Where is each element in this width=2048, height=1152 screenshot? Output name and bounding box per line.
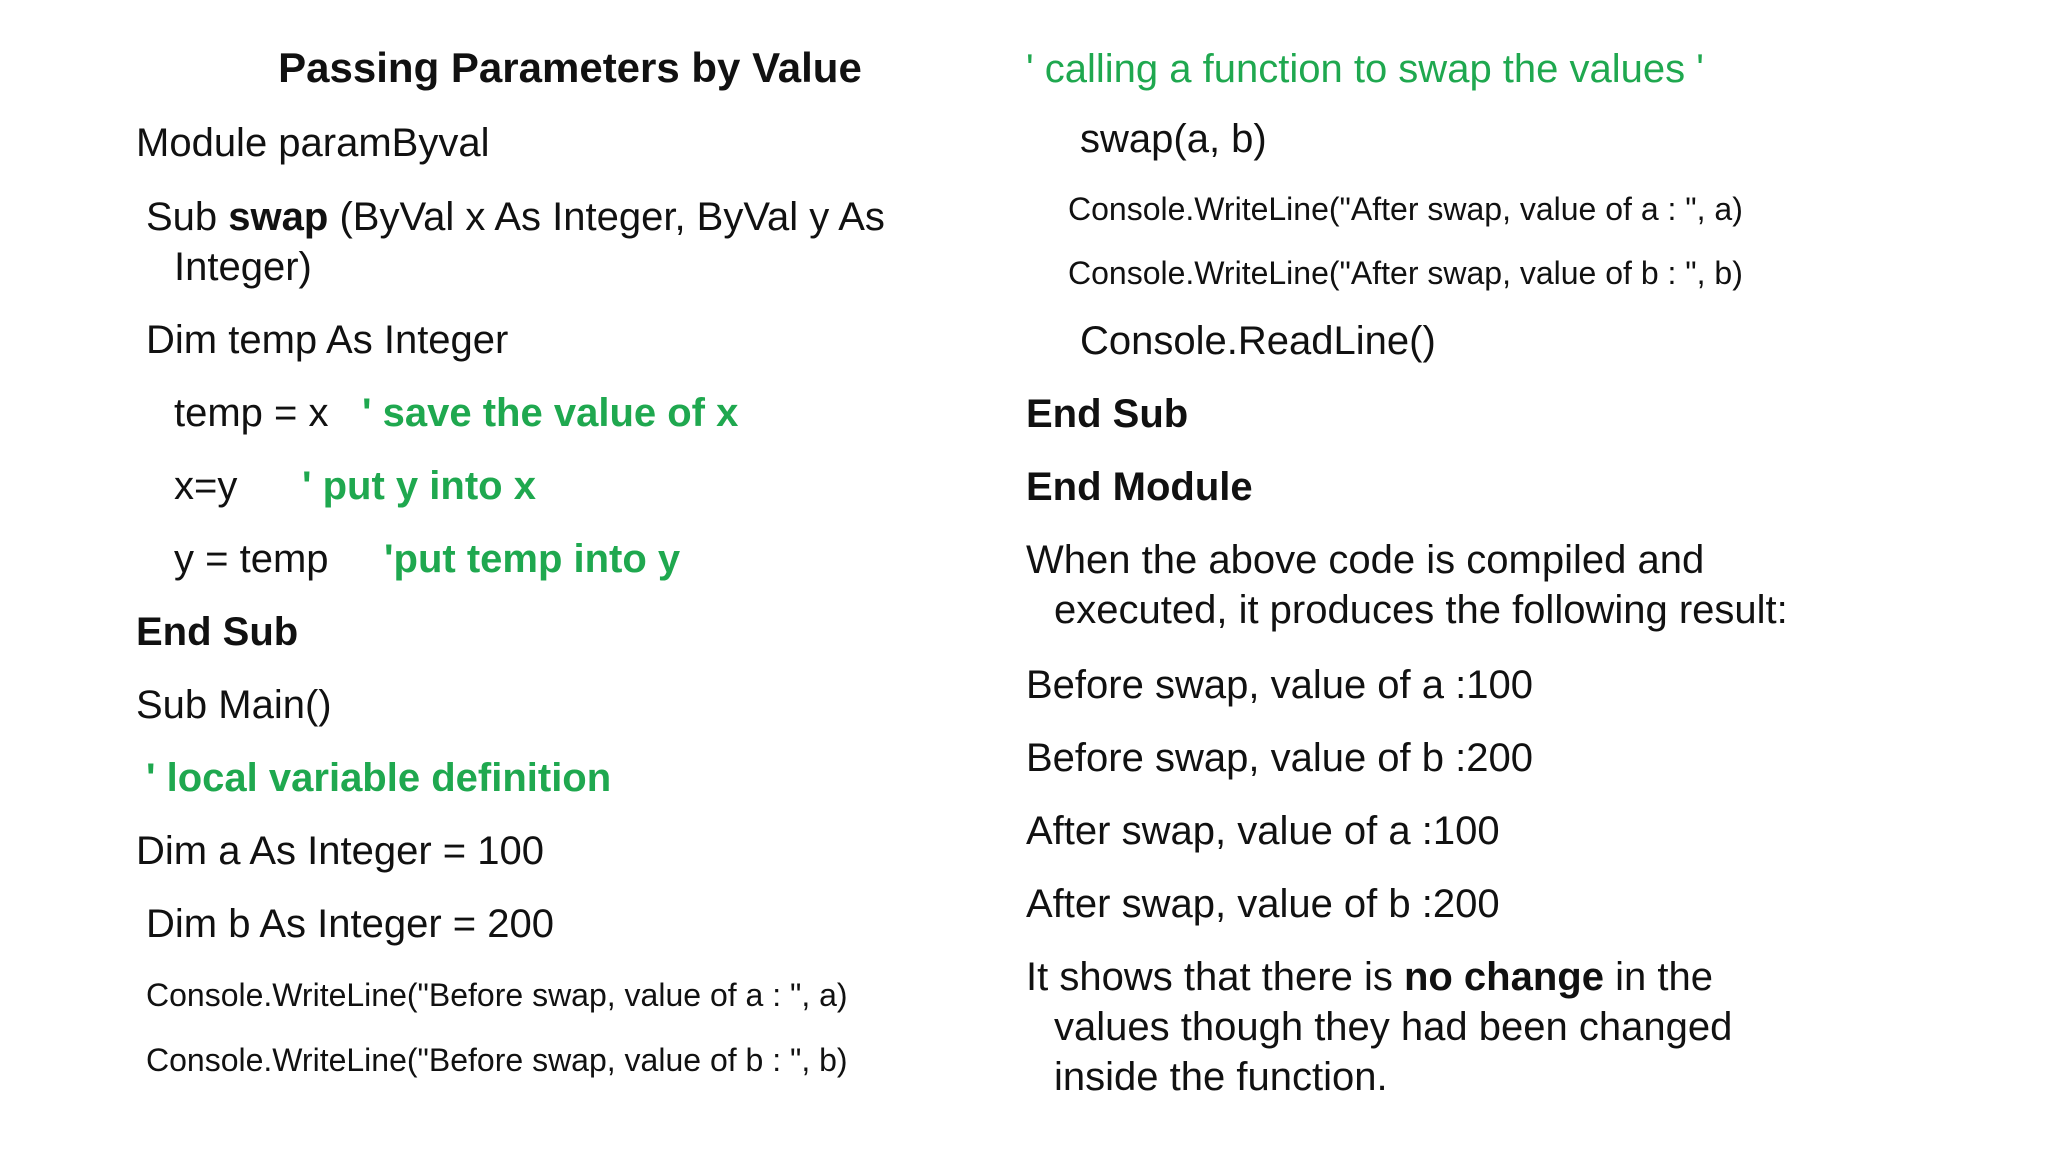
conclusion-post: in the (1603, 955, 1713, 999)
local-variable-comment: ' local variable definition (146, 756, 612, 800)
output-before-b: Before swap, value of b :200 (1026, 736, 1533, 780)
swap-call-line: swap(a, b) (1080, 117, 1267, 161)
conclusion-line1: It shows that there is no change in the (1026, 954, 1713, 1000)
output-after-b: After swap, value of b :200 (1026, 882, 1500, 926)
write-before-b: Console.WriteLine("Before swap, value of… (146, 1042, 848, 1078)
temp-assign-code: temp = x (174, 391, 329, 435)
conclusion-bold: no change (1403, 955, 1604, 999)
sub-swap-continuation: Integer) (174, 245, 312, 289)
result-intro-line2: executed, it produces the following resu… (1054, 588, 1788, 632)
conclusion-line3: inside the function. (1054, 1055, 1388, 1099)
y-comment: 'put temp into y (384, 537, 681, 581)
dim-a-line: Dim a As Integer = 100 (136, 829, 545, 873)
end-sub-main: End Sub (1026, 392, 1189, 436)
readline-line: Console.ReadLine() (1080, 319, 1436, 363)
conclusion-line2: values though they had been changed (1054, 1005, 1733, 1049)
write-before-a: Console.WriteLine("Before swap, value of… (146, 977, 848, 1013)
dim-temp-line: Dim temp As Integer (146, 318, 509, 362)
result-intro-line1: When the above code is compiled and (1026, 538, 1705, 582)
output-before-a: Before swap, value of a :100 (1026, 663, 1533, 707)
end-sub-swap: End Sub (136, 610, 299, 654)
call-comment: ' calling a function to swap the values … (1026, 47, 1704, 91)
write-after-b: Console.WriteLine("After swap, value of … (1068, 255, 1743, 291)
sub-main-line: Sub Main() (136, 683, 332, 727)
sub-swap-line: Sub swap (ByVal x As Integer, ByVal y As (146, 194, 885, 240)
slide-title: Passing Parameters by Value (278, 44, 862, 91)
y-assign-code: y = temp (174, 537, 329, 581)
end-module: End Module (1026, 465, 1253, 509)
sub-swap-params: (ByVal x As Integer, ByVal y As (328, 195, 885, 239)
x-comment: ' put y into x (302, 464, 536, 508)
swap-name: swap (228, 195, 329, 239)
write-after-a: Console.WriteLine("After swap, value of … (1068, 191, 1743, 227)
x-assign-code: x=y (174, 464, 238, 508)
temp-assign-line: temp = x (174, 390, 329, 436)
conclusion-pre: It shows that there is (1026, 955, 1404, 999)
output-after-a: After swap, value of a :100 (1026, 809, 1500, 853)
module-line: Module paramByval (136, 121, 490, 165)
temp-comment: ' save the value of x (362, 391, 739, 435)
dim-b-line: Dim b As Integer = 200 (146, 902, 555, 946)
sub-keyword: Sub (146, 195, 229, 239)
